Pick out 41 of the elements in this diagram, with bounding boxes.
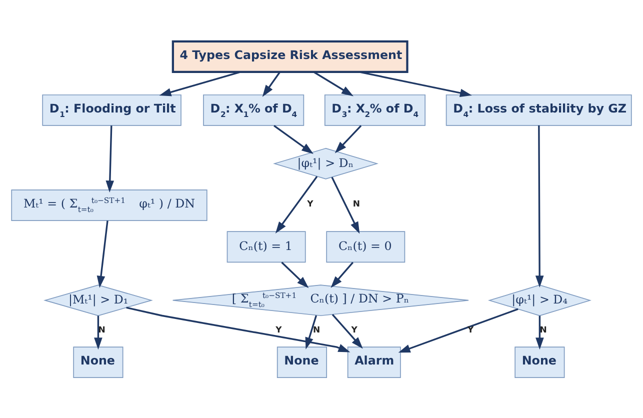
node-diamond: |φₜ¹| > Dₙ: [273, 147, 378, 179]
arrow: [96, 220, 108, 288]
edge-label: N: [352, 199, 360, 210]
node-box: 4 Types Capsize Risk Assessment: [172, 40, 408, 73]
arrow: [398, 308, 518, 352]
arrow: [536, 315, 544, 350]
edge-label: Y: [276, 325, 282, 336]
arrow: [106, 125, 114, 192]
node-box: Cₙ(t) = 0: [326, 230, 406, 262]
node-box: None: [514, 346, 565, 378]
arrow: [535, 124, 544, 288]
node-box: D$_{2}$: X$_{1}$% of D$_{4}$: [203, 94, 304, 126]
arrow: [360, 70, 472, 97]
arrow: [305, 314, 318, 349]
arrow: [262, 71, 280, 96]
arrow: [275, 176, 318, 234]
edge-label: Y: [468, 325, 474, 336]
arrow: [314, 70, 354, 96]
edge-label: N: [313, 325, 320, 336]
node-box: D$_{1}$: Flooding or Tilt: [42, 94, 182, 126]
arrow: [281, 261, 309, 288]
node-box: None: [73, 346, 124, 378]
node-box: Cₙ(t) = 1: [226, 230, 306, 262]
node-box: Alarm: [347, 346, 401, 378]
node-box: None: [276, 346, 328, 378]
node-diamond: |φₜ¹| > D₄: [488, 284, 592, 316]
edge-label: N: [540, 325, 547, 336]
node-box: D$_{3}$: X$_{2}$% of D$_{4}$: [324, 94, 426, 126]
arrow: [334, 124, 362, 153]
edge-label: Y: [307, 199, 314, 210]
arrow: [330, 261, 354, 288]
node-diamond: |Mₜ¹| > D₁: [44, 284, 153, 316]
node-box: D$_{4}$: Loss of stability by GZ: [446, 94, 632, 126]
arrow: [126, 306, 350, 352]
arrow: [94, 315, 102, 350]
arrow: [332, 314, 363, 348]
edge-label: N: [98, 325, 106, 336]
edge-label: Y: [351, 325, 358, 336]
arrow: [331, 176, 360, 234]
arrow: [159, 70, 240, 96]
arrow: [274, 124, 314, 154]
